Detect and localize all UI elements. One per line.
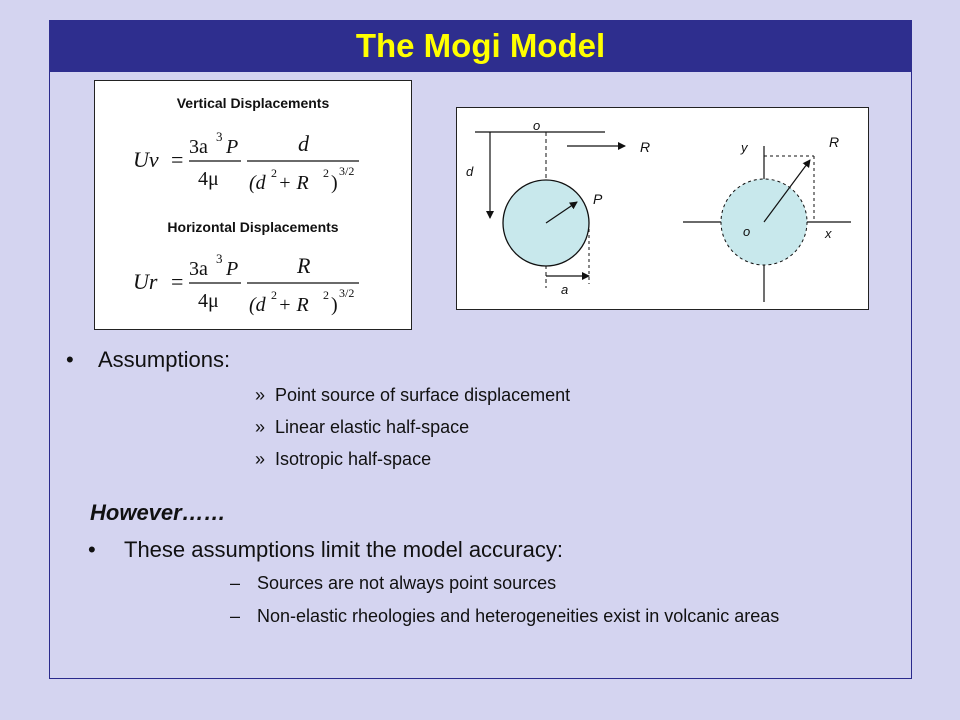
ur-power: 3/2 (339, 286, 354, 300)
ur-equals: = (171, 269, 183, 294)
limits-heading: These assumptions limit the model accura… (124, 537, 563, 562)
formula-graphics: Uv = 3a 3 P 4μ d (d 2 + R 2 ) 3/2 Ur = 3… (133, 129, 359, 316)
ur-coef-den: 4μ (198, 290, 219, 312)
dash-marker: – (230, 573, 241, 593)
uv-frac-den: (d (249, 172, 267, 194)
label-y: y (740, 140, 749, 155)
list-item: – Sources are not always point sources (230, 571, 885, 596)
ur-coef-num: 3a (189, 258, 208, 280)
limits-bullet: • These assumptions limit the model accur… (88, 537, 563, 563)
dash-marker: – (230, 606, 241, 626)
uv-frac-num: d (298, 131, 310, 156)
p-arrow (545, 201, 578, 224)
ur-sq1: 2 (271, 288, 277, 302)
cross-section: o R d P a (466, 118, 650, 297)
bullet-marker: • (88, 537, 96, 562)
uv-coef-den: 4μ (198, 168, 219, 190)
sub-marker: » (255, 385, 266, 405)
assumptions-list: » Point source of surface displacement » L… (255, 385, 570, 481)
list-item-text: Linear elastic half-space (275, 417, 470, 437)
list-item: » Point source of surface displacement (255, 385, 570, 417)
label-p: P (593, 191, 603, 207)
list-item: – Non-elastic rheologies and heterogenei… (230, 604, 885, 629)
label-r-right: R (829, 134, 839, 150)
list-item-text: Isotropic half-space (275, 449, 432, 469)
uv-frac-den-rest: + R (278, 172, 309, 194)
diagram-graphics: o R d P a R y o x (466, 118, 851, 302)
uv-lhs: Uv (133, 147, 159, 172)
vertical-formula: Uv = 3a 3 P 4μ d (d 2 + R 2 ) 3/2 (133, 129, 359, 194)
list-item: » Linear elastic half-space (255, 417, 570, 449)
label-x: x (824, 226, 832, 241)
title-bar: The Mogi Model (49, 20, 912, 72)
uv-coef-p: P (225, 136, 238, 158)
page-title: The Mogi Model (355, 27, 606, 64)
list-item-text: Point source of surface displacement (275, 385, 571, 405)
sub-marker: » (255, 449, 266, 469)
mogi-diagram: o R d P a R y o x (456, 107, 869, 310)
label-r-top: R (640, 139, 650, 155)
ur-frac-den: (d (249, 294, 267, 316)
ur-lhs: Ur (133, 269, 158, 294)
label-d: d (466, 164, 474, 179)
formula-box: Vertical Displacements Horizontal Displa… (94, 80, 412, 330)
uv-coef-exp: 3 (216, 129, 223, 144)
plan-view: R y o x (683, 134, 851, 302)
list-item: » Isotropic half-space (255, 449, 570, 481)
ur-frac-num: R (296, 253, 311, 278)
assumptions-heading: Assumptions: (98, 347, 231, 372)
ur-frac-den-rest: + R (278, 294, 309, 316)
r-vector (763, 159, 811, 223)
list-item-text: Non-elastic rheologies and heterogeneiti… (257, 606, 780, 626)
uv-equals: = (171, 147, 183, 172)
sub-marker: » (255, 417, 266, 437)
uv-sq2: 2 (323, 166, 329, 180)
bullet-marker: • (66, 347, 74, 372)
uv-sq1: 2 (271, 166, 277, 180)
uv-rparen: ) (331, 172, 338, 194)
uv-power: 3/2 (339, 164, 354, 178)
ur-coef-p: P (225, 258, 238, 280)
horizontal-heading: Horizontal Displacements (167, 219, 339, 235)
label-a: a (561, 282, 568, 297)
horizontal-formula: Ur = 3a 3 P 4μ R (d 2 + R 2 ) 3/2 (133, 251, 359, 316)
ur-rparen: ) (331, 294, 338, 316)
limits-list: – Sources are not always point sources –… (230, 571, 885, 637)
vertical-heading: Vertical Displacements (176, 95, 330, 111)
list-item-text: Sources are not always point sources (257, 573, 557, 593)
label-o-top: o (533, 118, 540, 133)
ur-sq2: 2 (323, 288, 329, 302)
uv-coef-num: 3a (189, 136, 208, 158)
however-heading: However…… (90, 500, 226, 525)
label-o-center: o (743, 224, 750, 239)
ur-coef-exp: 3 (216, 251, 223, 266)
